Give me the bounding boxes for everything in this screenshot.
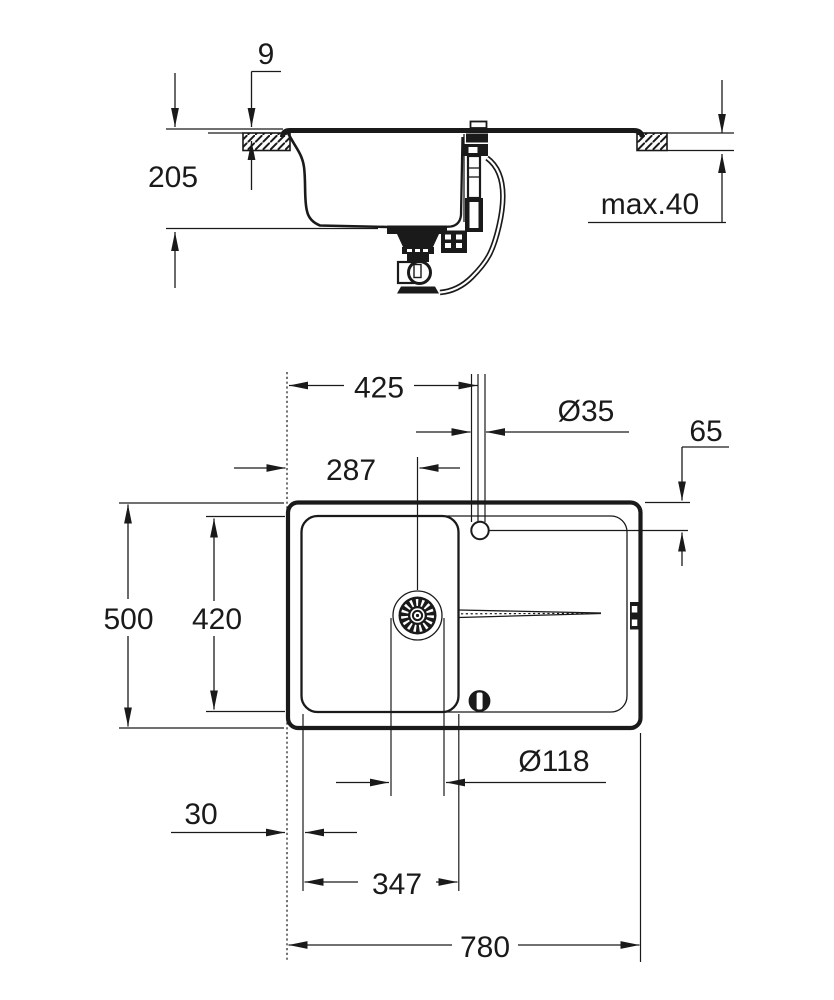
section-view: 9 205 max.40 (148, 38, 734, 296)
dim-faucet-hole-diameter-label: Ø35 (558, 395, 615, 428)
overflow-knob (468, 690, 491, 712)
plan-view: 425 Ø35 65 287 500 (103, 372, 729, 964)
sink-rim (280, 128, 645, 138)
dim-faucet-hole-diameter: Ø35 (416, 395, 629, 436)
sink-profile (280, 128, 645, 229)
bowl-edge (300, 514, 460, 714)
overflow-hose (439, 155, 506, 296)
dim-drain-diameter-label: Ø118 (518, 745, 589, 778)
drain-strainer (392, 590, 443, 641)
sink-outer-edge (285, 500, 643, 731)
overflow-standpipe (462, 120, 488, 232)
dim-faucet-from-left: 425 (289, 372, 478, 405)
dim-overall-width-label: 780 (460, 931, 510, 964)
dim-bowl-inner-width-label: 347 (372, 868, 422, 901)
dim-max-counter-thickness: max.40 (588, 80, 726, 224)
countertop-hatch-right (636, 132, 668, 152)
countertop-cross-section (242, 132, 668, 152)
dim-faucet-from-edge: 65 (678, 415, 729, 566)
drainboard-groove (458, 609, 602, 619)
reference-lines (166, 128, 734, 230)
dim-bowl-depth-section: 205 (148, 73, 198, 288)
dim-rim-height: 9 (247, 38, 281, 190)
dim-bowl-inner-width: 347 (304, 868, 458, 901)
dim-faucet-from-edge-label: 65 (689, 415, 722, 448)
bowl-left-wall (286, 132, 389, 229)
dim-drain-from-left-label: 287 (326, 454, 376, 487)
dim-rim-height-label: 9 (258, 38, 275, 71)
drain-tee (441, 230, 467, 253)
dim-overall-width: 780 (288, 931, 640, 964)
dim-edge-to-bowl-label: 30 (184, 798, 217, 831)
bowl-right-wall (443, 136, 464, 229)
dim-max-counter-thickness-label: max.40 (601, 188, 699, 221)
dim-edge-to-bowl: 30 (171, 798, 357, 837)
dim-drain-diameter: Ø118 (336, 745, 606, 787)
dim-bowl-inner-depth-label: 420 (192, 603, 242, 636)
drain-assembly (387, 225, 467, 294)
dim-faucet-from-left-label: 425 (354, 372, 404, 405)
bowl-outline (300, 514, 460, 714)
dim-overall-depth-label: 500 (103, 603, 153, 636)
dim-drain-from-left: 287 (234, 454, 460, 487)
faucet-hole (470, 520, 490, 541)
dim-bowl-depth-label: 205 (148, 161, 198, 194)
sink-outline (285, 500, 643, 731)
dim-overall-depth: 500 (103, 504, 154, 727)
mounting-clip (630, 602, 639, 630)
dim-bowl-inner-depth: 420 (192, 518, 242, 710)
